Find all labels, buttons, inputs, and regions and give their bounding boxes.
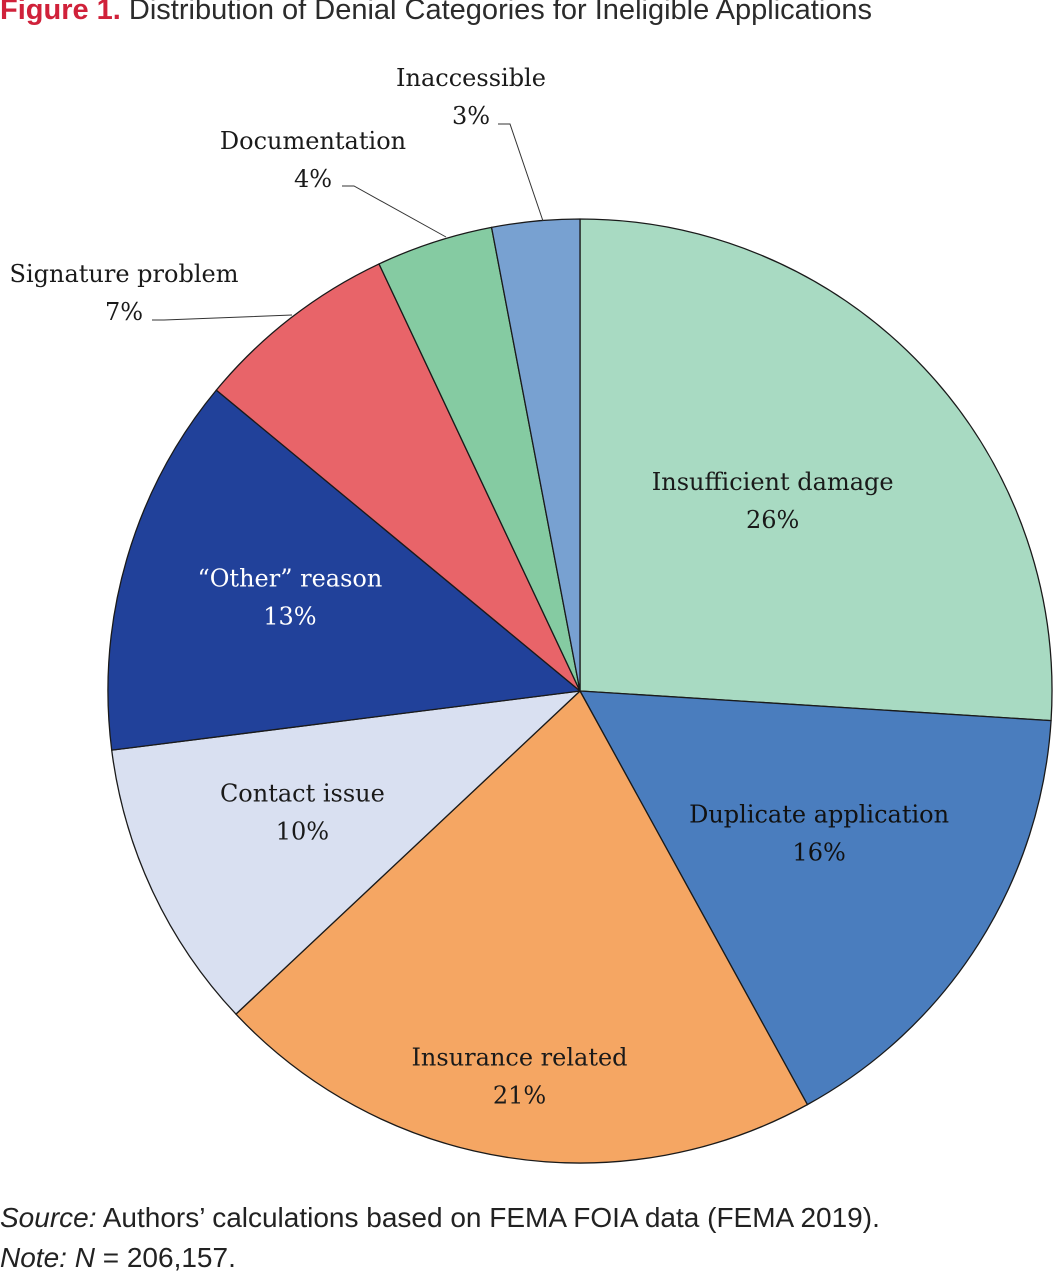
leader-line-inaccessible (498, 123, 544, 222)
slice-label-signature-problem: Signature problem (10, 260, 239, 288)
slice-label-duplicate-application: Duplicate application (689, 801, 949, 829)
slice-label-documentation: Documentation (220, 127, 406, 155)
slice-label-other-reason: “Other” reason (197, 565, 382, 593)
note-prefix: Note: (0, 1242, 67, 1273)
slice-value-contact-issue: 10% (276, 818, 329, 846)
pie-slice-signature-problem (215, 263, 581, 692)
slice-label-group-duplicate-application: Duplicate application 16% (689, 801, 949, 867)
pie-slice-insurance-related (235, 690, 809, 1164)
note-n-symbol: N (74, 1242, 95, 1273)
source-text: Authors’ calculations based on FEMA FOIA… (96, 1202, 880, 1233)
slice-value-other-reason: 13% (263, 603, 316, 631)
pie-slice-duplicate-application (579, 690, 1052, 1106)
slice-label-insurance-related: Insurance related (411, 1043, 627, 1071)
figure-notes: Source: Authors’ calculations based on F… (0, 1198, 880, 1278)
slice-value-insurance-related: 21% (493, 1081, 546, 1109)
slice-label-group-insufficient-damage: Insufficient damage 26% (652, 468, 894, 534)
slice-label-group-inaccessible: Inaccessible 3% (396, 64, 546, 222)
slice-value-signature-problem: 7% (105, 298, 143, 326)
leader-line-signature-problem (152, 314, 293, 321)
pie-slice-contact-issue (111, 690, 581, 1015)
pie-slice-inaccessible (490, 218, 581, 692)
figure-title-text: Distribution of Denial Categories for In… (128, 0, 873, 26)
pie-chart: Insufficient damage 26% Duplicate applicat… (10, 64, 1053, 1164)
figure-title: Figure 1. Distribution of Denial Categor… (0, 0, 1053, 27)
slice-value-inaccessible: 3% (452, 102, 490, 130)
pie-slice-other-reason (107, 389, 581, 751)
note-line: Note: N = 206,157. (0, 1238, 880, 1278)
slice-label-group-signature-problem: Signature problem 7% (10, 260, 293, 326)
source-prefix: Source: (0, 1202, 97, 1233)
slice-label-inaccessible: Inaccessible (396, 64, 546, 92)
slice-label-group-contact-issue: Contact issue 10% (220, 780, 385, 846)
slice-label-contact-issue: Contact issue (220, 780, 385, 808)
note-text: = 206,157. (94, 1242, 236, 1273)
leader-line-documentation (342, 185, 447, 238)
slice-label-group-documentation: Documentation 4% (220, 127, 447, 238)
slice-value-duplicate-application: 16% (792, 839, 845, 867)
slice-label-insufficient-damage: Insufficient damage (652, 468, 894, 496)
figure-number: Figure 1. (0, 0, 121, 26)
slice-label-group-insurance-related: Insurance related 21% (411, 1043, 627, 1109)
pie-slice-insufficient-damage (579, 218, 1053, 722)
source-line: Source: Authors’ calculations based on F… (0, 1198, 880, 1238)
slice-value-documentation: 4% (294, 165, 332, 193)
slice-label-group-other-reason: “Other” reason 13% (197, 565, 382, 631)
slice-value-insufficient-damage: 26% (746, 506, 799, 534)
